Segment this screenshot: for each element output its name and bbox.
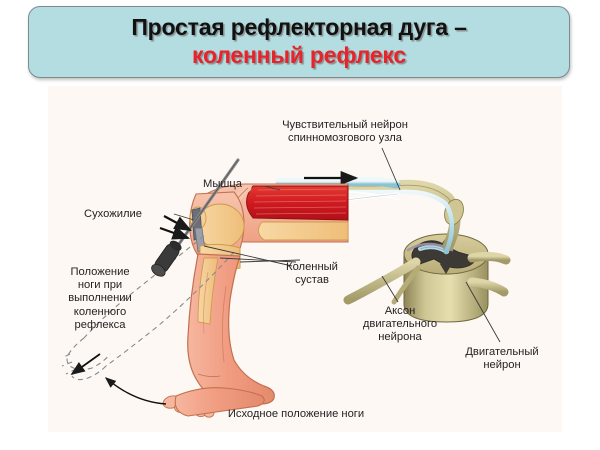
label-initial-leg-position: Исходное положение ноги bbox=[227, 408, 365, 420]
label-leg-position-during-reflex: Положение ноги при выполнении коленного … bbox=[68, 266, 132, 331]
hammer-strike-arrows bbox=[159, 215, 192, 240]
label-knee-joint: Коленный сустав bbox=[286, 261, 338, 287]
label-tendon: Сухожилие bbox=[84, 208, 142, 220]
label-motor-neuron: Двигательный нейрон bbox=[465, 346, 539, 372]
anatomy-illustration bbox=[61, 147, 511, 418]
reflex-arc-diagram: Чувствительный нейрон спинномозгового уз… bbox=[48, 86, 562, 432]
leader-lines bbox=[173, 147, 501, 343]
spinal-nerve-bundle bbox=[342, 179, 511, 305]
label-sensory-neuron: Чувствительный нейрон спинномозгового уз… bbox=[282, 119, 408, 145]
arrow-foot-swing bbox=[104, 377, 167, 405]
label-motor-axon: Аксон двигательного нейрона bbox=[362, 305, 438, 344]
arrow-kick-direction bbox=[70, 353, 101, 376]
title-primary: Простая рефлекторная дуга – bbox=[131, 14, 467, 41]
title-secondary: коленный рефлекс bbox=[191, 42, 407, 68]
label-muscle: Мышца bbox=[203, 178, 242, 190]
title-banner: Простая рефлекторная дуга – коленный реф… bbox=[28, 6, 570, 78]
lower-leg-and-foot bbox=[162, 253, 275, 418]
